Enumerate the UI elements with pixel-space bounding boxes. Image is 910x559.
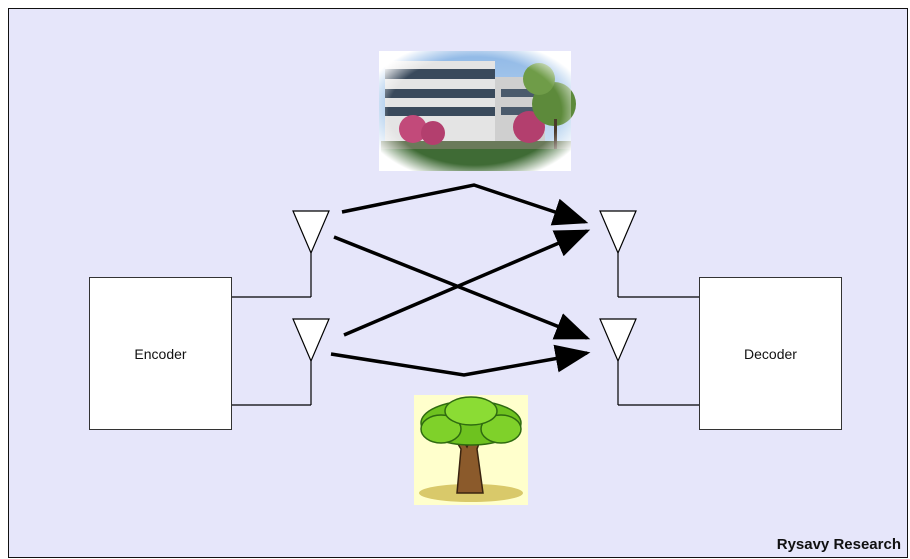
rx-antenna-1	[599, 210, 637, 297]
path-via-building	[341, 183, 589, 226]
connector-lines	[232, 296, 699, 406]
path-cross-up	[343, 229, 591, 337]
path-cross-down	[333, 235, 591, 340]
tx-antenna-1	[292, 210, 330, 297]
encoder-box: Encoder	[89, 277, 232, 430]
tx-antenna-2	[292, 318, 330, 405]
mimo-diagram	[232, 51, 699, 505]
credit-text: Rysavy Research	[776, 536, 901, 553]
encoder-label: Encoder	[134, 345, 187, 362]
tree-image	[414, 395, 528, 505]
decoder-label: Decoder	[744, 345, 797, 362]
slide: Encoder Decoder Rysavy Research	[8, 8, 908, 558]
signal-paths	[330, 183, 591, 377]
decoder-box: Decoder	[699, 277, 842, 430]
building-image	[379, 51, 576, 171]
rx-antenna-2	[599, 318, 637, 405]
path-via-tree	[330, 344, 591, 377]
